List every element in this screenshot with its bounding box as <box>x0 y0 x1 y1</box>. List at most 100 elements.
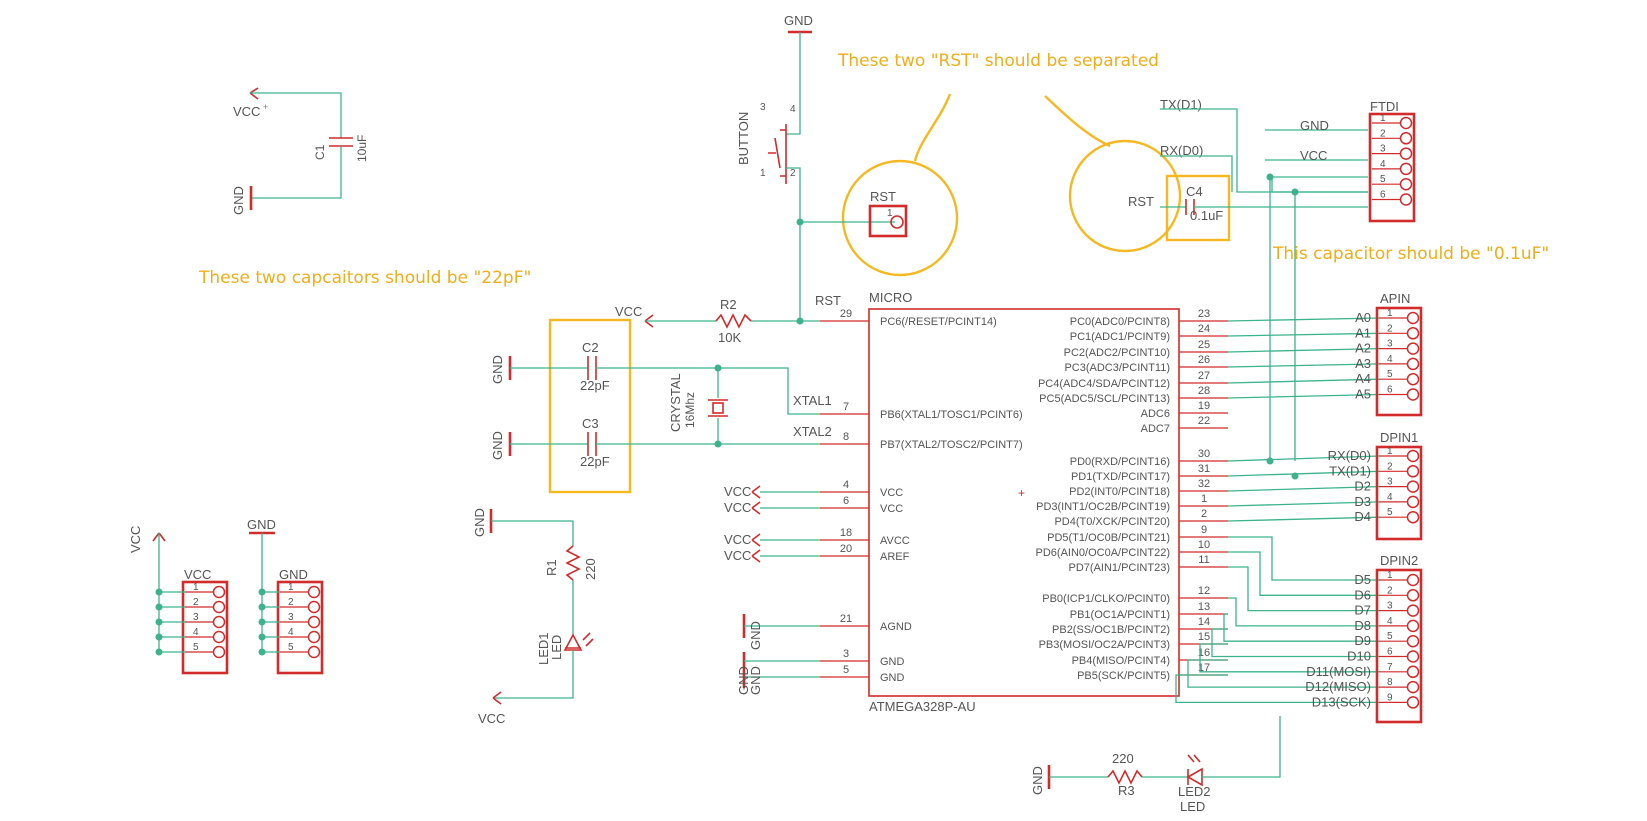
apin-pin-label: A3 <box>1355 356 1371 371</box>
junction <box>258 603 266 611</box>
crystal-value: 16Mhz <box>683 392 697 428</box>
micro-right-pin-name: PD1(TXD/PCINT17) <box>1071 471 1170 483</box>
apin-pin-5 <box>1406 372 1420 386</box>
micro-right-pin-name: PC0(ADC0/PCINT8) <box>1070 316 1170 328</box>
apin-pin-4 <box>1406 357 1420 371</box>
micro-left-pin-number: 3 <box>843 648 849 660</box>
micro-left-pin-name: PB6(XTAL1/TOSC1/PCINT6) <box>880 409 1023 421</box>
dpin1-pin-5 <box>1406 510 1420 524</box>
micro-right-pin-number: 28 <box>1198 385 1210 397</box>
gnd-header-name: GND <box>279 567 308 582</box>
dpin2-pin-6 <box>1406 650 1420 663</box>
svg-text:+: + <box>1018 486 1025 500</box>
ftdi-rst-label: RST <box>1128 194 1154 209</box>
vcc-arrow-icon <box>152 532 166 542</box>
vcc-header-pin-1 <box>212 585 226 599</box>
button-switch-icon <box>768 137 781 169</box>
micro-right-pin-name: ADC6 <box>1141 408 1170 420</box>
c2-gnd-label: GND <box>490 355 505 384</box>
micro-right-pin-number: 15 <box>1198 631 1210 643</box>
dpin1-header <box>1375 445 1423 541</box>
ftdi-pin-number: 2 <box>1380 128 1386 139</box>
c3-gnd-label: GND <box>490 431 505 460</box>
dpin2-pin-label: D10 <box>1347 649 1371 664</box>
micro-right-pin-name: PC5(ADC5/SCL/PCINT13) <box>1039 393 1170 405</box>
ftdi-pin-number: 4 <box>1380 159 1386 170</box>
micro-right-pin-number: 14 <box>1198 616 1210 628</box>
gnd-label-2: GND <box>748 666 763 695</box>
micro-right-pin-number: 11 <box>1198 554 1209 566</box>
apin-header <box>1375 306 1423 417</box>
crystal-group: GND C2 22pF GND C3 22pF CRYSTAL 16Mhz XT… <box>490 340 832 469</box>
dpin1-signal-wire <box>1227 470 1380 477</box>
gnd-header-pin-number: 3 <box>288 612 294 623</box>
annotation-tail-left <box>913 93 952 162</box>
micro-right-pin-name: PC3(ADC3/PCINT11) <box>1064 362 1170 374</box>
gnd-header-pin-number: 1 <box>288 582 294 593</box>
apin-pin-number: 3 <box>1387 339 1393 350</box>
micro-left-pin-number: 4 <box>843 479 849 491</box>
r1-value: 220 <box>583 558 598 580</box>
micro-vcc-label-4: VCC <box>724 548 751 563</box>
vcc-header-pin-number: 3 <box>193 612 199 623</box>
micro-right-pin-number: 2 <box>1201 508 1207 520</box>
dpin2-pin-number: 2 <box>1387 585 1393 596</box>
c1-vcc-label: VCC <box>233 104 260 119</box>
vcc-header-pin-2 <box>212 600 226 614</box>
dpin2-pin-number: 7 <box>1387 662 1393 673</box>
junction <box>258 633 266 641</box>
bus-wires <box>1266 173 1299 480</box>
micro-vcc-label-1: VCC <box>724 484 751 499</box>
led1-name: LED1 <box>536 632 551 665</box>
button-name: BUTTON <box>736 112 751 165</box>
vcc-header-pin-3 <box>212 615 226 629</box>
dpin2-signal-wire <box>1228 566 1379 612</box>
dpin2-pin-8 <box>1406 680 1420 694</box>
vcc-header-pin-number: 1 <box>193 582 199 593</box>
gnd-header-pin-number: 2 <box>288 597 294 608</box>
micro-right-pin-name: PC4(ADC4/SDA/PCINT12) <box>1038 378 1170 390</box>
dpin1-signal-wire <box>1227 501 1380 507</box>
svg-text:4: 4 <box>790 104 796 115</box>
apin-signal-wire <box>1227 378 1380 384</box>
micro-right-pin-name: PD5(T1/OC0B/PCINT21) <box>1047 532 1170 544</box>
dpin2-pin-number: 3 <box>1387 601 1393 612</box>
micro-right-pin-name: PD2(INT0/PCINT18) <box>1069 486 1170 498</box>
apin-signal-wire <box>1227 347 1380 353</box>
micro-right-pin-name: PB5(SCK/PCINT5) <box>1077 670 1170 682</box>
dpin2-pin-label: D5 <box>1354 572 1371 587</box>
junction <box>258 588 266 596</box>
svg-text:2: 2 <box>790 168 796 179</box>
apin-pin-label: A0 <box>1355 310 1371 325</box>
vcc-header-pin-number: 5 <box>193 642 199 653</box>
micro-right-pin-name: PB1(OC1A/PCINT1) <box>1070 609 1170 621</box>
micro-left-pin-name: AVCC <box>880 535 910 547</box>
apin-pin-6 <box>1406 388 1420 401</box>
apin-pin-number: 5 <box>1387 369 1393 380</box>
svg-text:1: 1 <box>760 168 766 179</box>
gnd-header-pin-number: 5 <box>288 642 294 653</box>
vcc-header-name: VCC <box>184 567 211 582</box>
micro-right-pin-number: 26 <box>1198 354 1210 366</box>
micro-right-pin-name: PD3(INT1/OC2B/PCINT19) <box>1036 501 1170 513</box>
apin-pin-1 <box>1406 311 1420 325</box>
dpin1-pin-label: D3 <box>1354 494 1371 509</box>
agnd-gnd-label: GND <box>748 621 763 650</box>
junction <box>155 633 163 641</box>
micro-right-pin-name: PB3(MOSI/OC2A/PCINT3) <box>1039 639 1170 651</box>
gnd-header-pin-3 <box>307 615 321 629</box>
micro-left-pin-name: VCC <box>880 503 903 515</box>
dpin1-pin-2 <box>1406 465 1420 478</box>
dpin2-pin-label: D13(SCK) <box>1312 694 1371 709</box>
gnd-header-pin-1 <box>307 585 321 599</box>
dpin2-group: DPIN2 1D52D63D74D85D96D107D11(MOSI)8D12(… <box>1305 553 1423 724</box>
c1-value: 10uF <box>355 135 369 162</box>
rst-header-name: RST <box>870 189 896 204</box>
dpin2-signal-wire <box>1187 659 1379 688</box>
led2-gnd-label: GND <box>1030 766 1045 795</box>
dpin1-pin-number: 4 <box>1387 492 1393 503</box>
micro-left-pin-number: 6 <box>843 495 849 507</box>
annotation-box-caps <box>548 318 632 494</box>
annotation-rst-text: These two "RST" should be separated <box>837 51 1159 71</box>
